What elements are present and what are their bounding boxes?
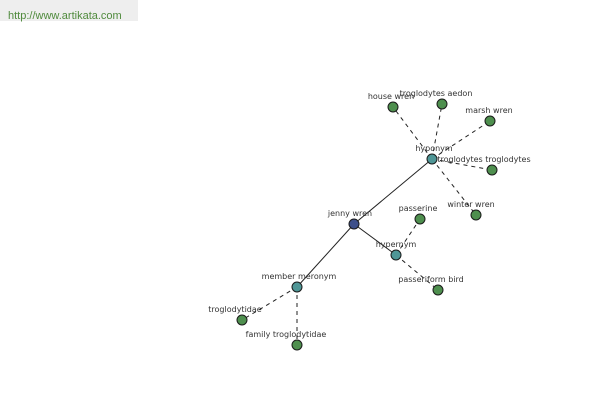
edges-layer	[241, 103, 493, 345]
label-troglodytes-troglodytes[interactable]: troglodytes troglodytes	[437, 155, 530, 164]
label-winter-wren[interactable]: winter wren	[447, 200, 494, 209]
label-passeriform-bird[interactable]: passeriform bird	[398, 275, 463, 284]
edge-jenny-wren-to-hypernym	[353, 223, 397, 256]
label-hyponym[interactable]: hyponym	[415, 144, 453, 153]
node-hyponym[interactable]	[426, 153, 438, 165]
nodes-layer	[236, 98, 498, 351]
node-family-troglodytidae[interactable]	[291, 339, 303, 351]
edge-hyponym-to-marsh-wren	[431, 120, 491, 160]
edge-hyponym-to-winter-wren	[431, 158, 477, 216]
node-marsh-wren[interactable]	[484, 115, 496, 127]
label-troglodytidae[interactable]: troglodytidae	[208, 305, 261, 314]
label-hypernym[interactable]: hypernym	[376, 240, 417, 249]
edge-jenny-wren-to-hyponym	[353, 158, 433, 225]
edge-hypernym-to-passeriform-bird	[395, 254, 439, 291]
node-member-meronym[interactable]	[291, 281, 303, 293]
label-troglodytes-aedon[interactable]: troglodytes aedon	[400, 89, 473, 98]
node-passeriform-bird[interactable]	[432, 284, 444, 296]
label-family-troglodytidae[interactable]: family troglodytidae	[246, 330, 327, 339]
label-passerine[interactable]: passerine	[399, 204, 438, 213]
node-jenny-wren[interactable]	[348, 218, 360, 230]
node-troglodytes-aedon[interactable]	[436, 98, 448, 110]
node-hypernym[interactable]	[390, 249, 402, 261]
edge-jenny-wren-to-member-meronym	[296, 223, 355, 288]
labels-layer: jenny wren hyponym hypernym member meronym h…	[208, 89, 530, 339]
node-troglodytes-troglodytes[interactable]	[486, 164, 498, 176]
node-house-wren[interactable]	[387, 101, 399, 113]
node-troglodytidae[interactable]	[236, 314, 248, 326]
edge-member-meronym-to-troglodytidae	[241, 286, 298, 321]
edge-hypernym-to-passerine	[395, 218, 421, 256]
source-bar: http://www.artikata.com	[0, 0, 138, 22]
source-link[interactable]: http://www.artikata.com	[8, 10, 122, 22]
label-member-meronym[interactable]: member meronym	[262, 272, 337, 281]
label-marsh-wren[interactable]: marsh wren	[465, 106, 512, 115]
label-jenny-wren[interactable]: jenny wren	[327, 209, 372, 218]
edge-hyponym-to-house-wren	[392, 106, 433, 160]
node-winter-wren[interactable]	[470, 209, 482, 221]
label-house-wren[interactable]: house wren	[368, 92, 414, 101]
edge-hyponym-to-troglodytes-troglodytes	[431, 158, 493, 171]
edge-hyponym-to-troglodytes-aedon	[431, 103, 443, 160]
node-passerine[interactable]	[414, 213, 426, 225]
